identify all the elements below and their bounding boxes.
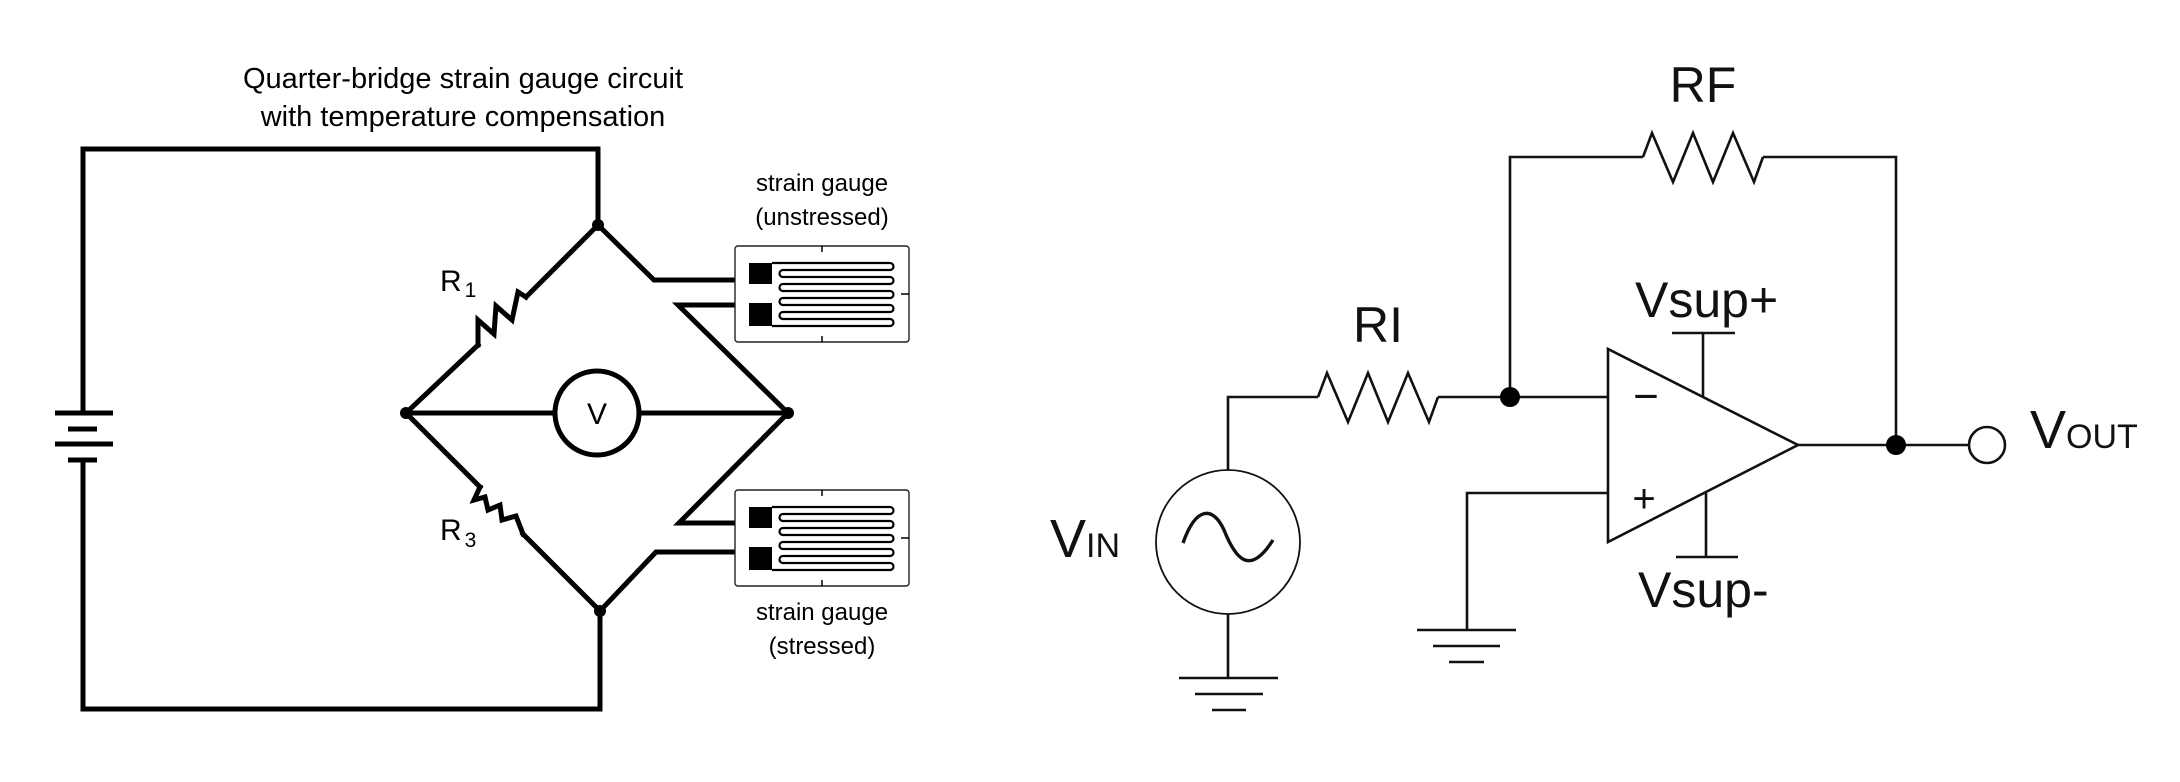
gauge-backing <box>734 245 910 343</box>
quarter-bridge-circuit: Quarter-bridge strain gauge circuit with… <box>55 63 910 712</box>
noninverting-input-wire <box>1465 491 1608 630</box>
strain-gauge-stressed: strain gauge (stressed) <box>734 489 910 660</box>
gauge-pad <box>749 263 772 284</box>
gauge-grid <box>772 261 895 328</box>
ri-label: RI <box>1353 297 1403 353</box>
r3-resistor-icon <box>469 483 527 538</box>
gauge-unstressed-wire-b <box>671 302 792 417</box>
gauge-stressed-label-line1: strain gauge <box>756 599 888 626</box>
input-wire <box>1226 395 1318 470</box>
strain-gauge-icon <box>734 489 910 587</box>
feedback-wire-left <box>1508 155 1643 397</box>
r1-resistor-icon <box>475 287 530 348</box>
gauge-pad <box>749 547 772 570</box>
junction-dot-icon <box>594 605 606 617</box>
vout-label: VOUT <box>2030 400 2138 460</box>
feedback-wire-right <box>1763 155 1898 445</box>
output-terminal-icon <box>1967 425 2007 465</box>
bottom-supply-wire <box>80 457 603 712</box>
gauge-backing <box>734 489 910 587</box>
voltmeter-icon: V <box>552 368 642 458</box>
junction-dot-icon <box>1500 387 1520 407</box>
bridge-title-line1: Quarter-bridge strain gauge circuit <box>243 63 683 95</box>
vin-label: VIN <box>1050 509 1120 569</box>
inverting-amplifier-circuit: RF RI − + Vsup+ Vsup- VOUT <box>1050 57 2138 712</box>
ac-source-icon <box>1155 469 1301 615</box>
gauge-unstressed-wire-a <box>594 221 753 283</box>
top-supply-wire <box>80 146 601 416</box>
r1-wire-bottom <box>402 341 482 417</box>
gauge-pad <box>749 303 772 326</box>
gauge-stressed-wire-b <box>596 549 753 615</box>
gauge-unstressed-label-line2: (unstressed) <box>755 204 888 231</box>
junction-dot-icon <box>400 407 412 419</box>
strain-gauge-icon <box>734 245 910 343</box>
gauge-unstressed-label-line1: strain gauge <box>756 170 888 197</box>
vsup-positive-label: Vsup+ <box>1635 272 1778 328</box>
r3-wire-top <box>402 409 484 491</box>
rf-label: RF <box>1670 57 1737 113</box>
junction-dot-icon <box>592 219 604 231</box>
gauge-pad <box>749 507 772 528</box>
gauge-stressed-wire-a <box>673 409 792 526</box>
r3-wire-bottom <box>519 530 604 615</box>
junction-dot-icon <box>1886 435 1906 455</box>
ground-icon <box>1179 676 1278 712</box>
r1-wire-top <box>522 221 602 301</box>
ground-icon <box>1417 628 1516 664</box>
gauge-stressed-label-line2: (stressed) <box>769 633 876 660</box>
vsup-negative-label: Vsup- <box>1638 562 1769 618</box>
inverting-sign: − <box>1633 372 1659 421</box>
noninverting-sign: + <box>1632 477 1655 521</box>
junction-dot-icon <box>782 407 794 419</box>
rf-resistor-icon <box>1641 129 1765 186</box>
voltmeter-label: V <box>587 398 607 431</box>
bridge-title-line2: with temperature compensation <box>260 101 666 133</box>
ri-resistor-icon <box>1316 369 1440 426</box>
gauge-grid <box>772 505 895 572</box>
battery-icon <box>55 410 113 463</box>
strain-gauge-unstressed: strain gauge (unstressed) <box>734 170 910 343</box>
